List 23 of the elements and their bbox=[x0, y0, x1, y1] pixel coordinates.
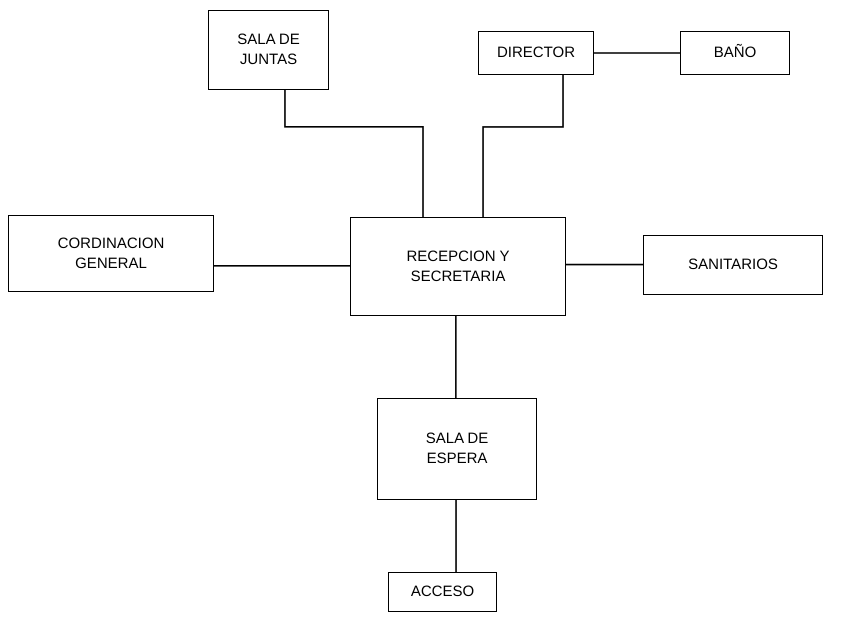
connector-line bbox=[214, 265, 350, 267]
room-label: SALA DE JUNTAS bbox=[236, 30, 301, 70]
room-label: ACCESO bbox=[410, 582, 474, 602]
connector-line bbox=[455, 316, 457, 398]
room-box bbox=[388, 572, 497, 612]
room-box bbox=[643, 235, 823, 295]
room-label: SANITARIOS bbox=[688, 255, 778, 275]
connector-line bbox=[482, 75, 564, 217]
connector-line bbox=[284, 90, 424, 217]
room-label: SALA DE ESPERA bbox=[424, 429, 490, 469]
connector-line bbox=[566, 264, 643, 266]
room-label: BAÑO bbox=[714, 43, 756, 63]
room-label: RECEPCION Y SECRETARIA bbox=[405, 246, 511, 286]
room-box bbox=[208, 10, 329, 90]
connector-line bbox=[455, 500, 457, 572]
room-box bbox=[350, 217, 566, 316]
room-box bbox=[478, 31, 594, 75]
room-box bbox=[680, 31, 790, 75]
room-box bbox=[377, 398, 537, 500]
connector-line bbox=[594, 52, 680, 54]
room-label: DIRECTOR bbox=[496, 43, 576, 63]
room-box bbox=[8, 215, 214, 292]
room-label: CORDINACION GENERAL bbox=[56, 234, 166, 274]
